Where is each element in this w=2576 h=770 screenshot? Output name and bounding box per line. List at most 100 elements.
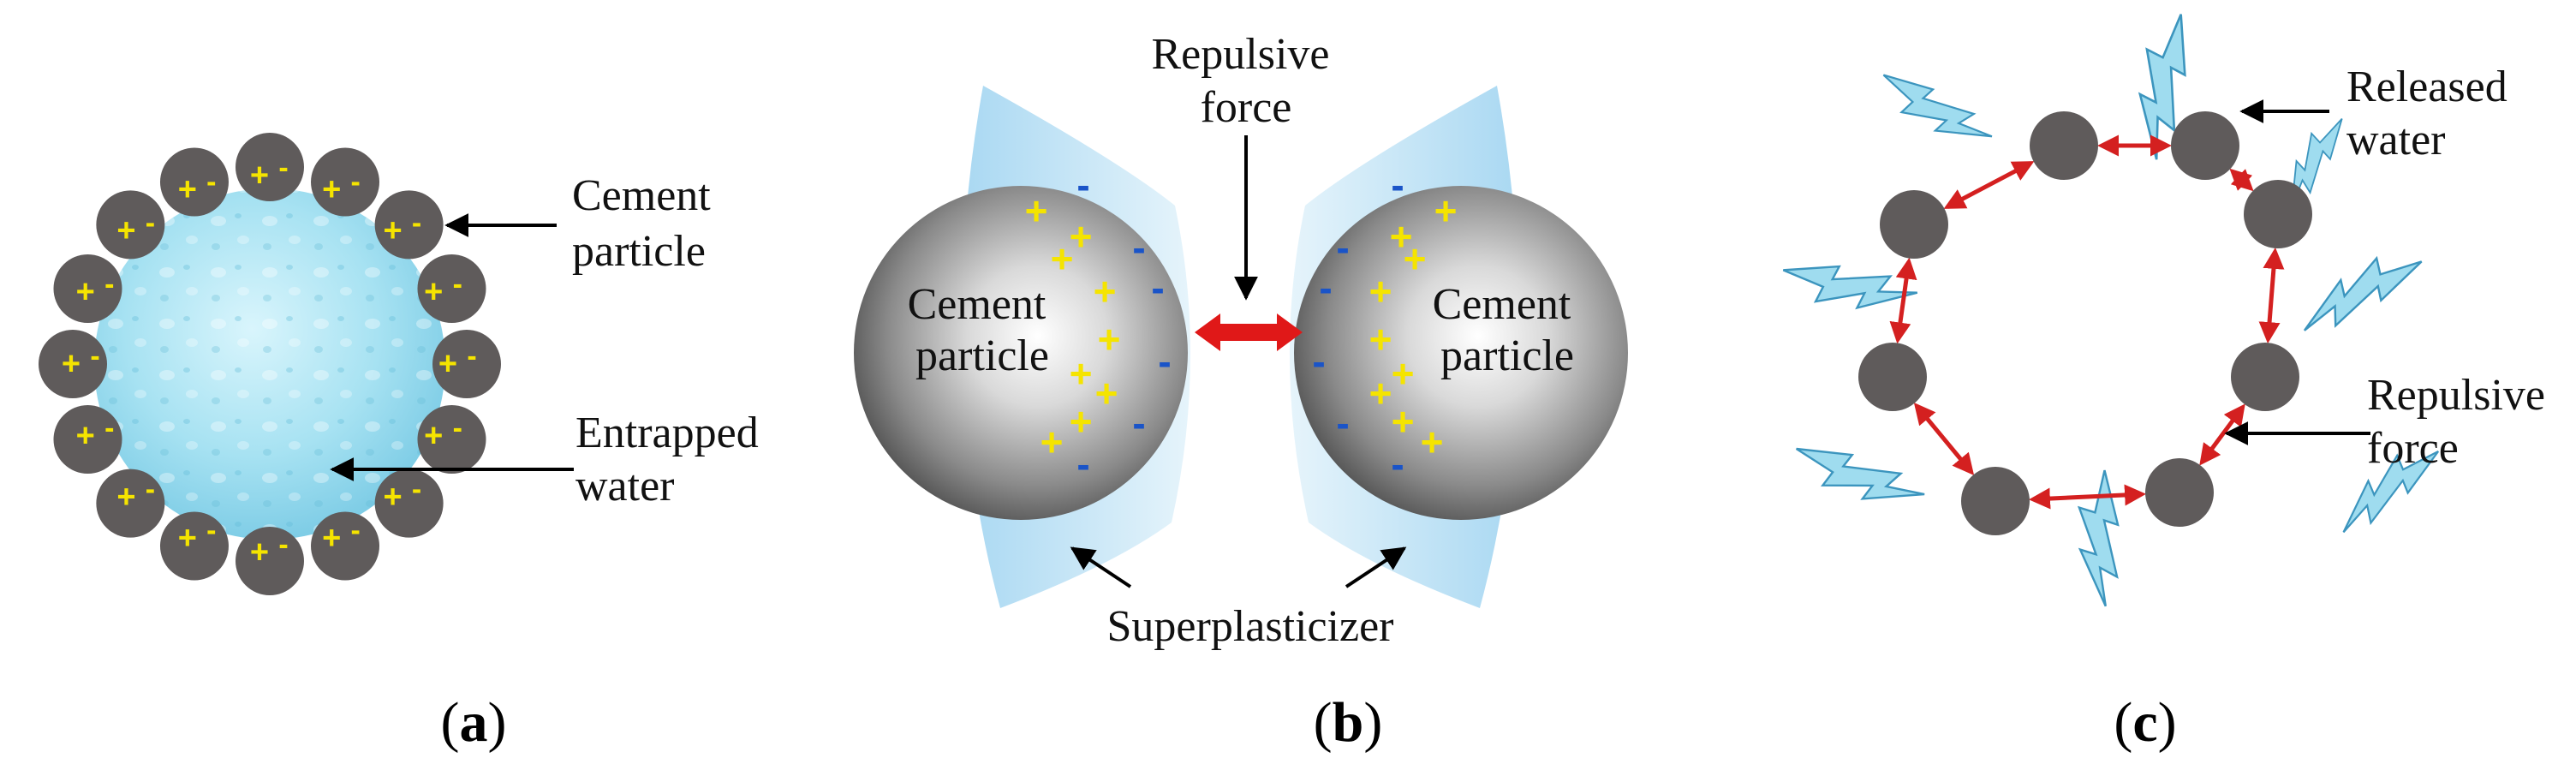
negative-charge: - [1158, 339, 1171, 384]
positive-charge: + [383, 212, 402, 248]
released-water-shard [1795, 447, 1925, 500]
cement-particle [417, 405, 486, 475]
positive-charge: + [62, 346, 80, 382]
cement-particle [53, 405, 122, 475]
released-water-shard [2303, 255, 2423, 331]
negative-charge: - [278, 528, 288, 561]
double-red-arrow-b [1195, 313, 1303, 351]
positive-charge: + [1421, 420, 1444, 464]
label-cement-particle-left: Cement particle [908, 280, 1058, 380]
positive-charge: + [1025, 188, 1048, 233]
negative-charge: - [1319, 266, 1332, 310]
positive-charge: + [1434, 188, 1458, 233]
label-cement-particle-right: Cement particle [1433, 280, 1583, 380]
released-water-shard [2342, 451, 2440, 534]
negative-charge: - [351, 166, 361, 199]
positive-charge: + [178, 172, 197, 208]
positive-charge: + [383, 480, 402, 516]
negative-charge: - [1336, 401, 1349, 445]
cement-particle [311, 147, 380, 217]
label-repulsive-force-b: Repulsive force [1152, 30, 1341, 132]
negative-charge: - [90, 340, 99, 373]
negative-charge: - [412, 206, 421, 239]
negative-charge: - [1312, 339, 1325, 384]
positive-charge: + [322, 520, 341, 556]
negative-charge: - [1391, 442, 1404, 486]
repulsive-arrow [2028, 484, 2147, 510]
positive-charge: + [1094, 269, 1117, 313]
repulsive-arrow [1943, 161, 2035, 209]
cement-particle [159, 511, 229, 581]
cement-particle-left [854, 186, 1188, 520]
released-water-shard [2138, 14, 2186, 160]
sp-pointer-right [1345, 546, 1407, 588]
negative-charge: - [467, 340, 476, 373]
negative-charge: - [412, 474, 421, 506]
positive-charge: + [1369, 269, 1392, 313]
negative-charge: - [1391, 163, 1404, 207]
negative-charge: - [351, 514, 361, 546]
label-released-water: Released water [2346, 63, 2519, 164]
repulsive-arrow [2229, 168, 2254, 192]
cement-particle [236, 527, 304, 595]
panel-b: ++++++++++++++++++------------ Cement pa… [854, 30, 1628, 754]
positive-charge: + [1392, 399, 1415, 444]
cement-particle [96, 190, 165, 260]
positive-charge: + [1070, 214, 1093, 259]
water-texture [94, 188, 445, 540]
positive-charge: + [438, 346, 457, 382]
cement-particle [2030, 111, 2098, 180]
released-water-shards [1782, 14, 2440, 607]
positive-charge: + [76, 418, 95, 454]
cement-particle [2145, 458, 2214, 527]
label-entrapped-water: Entrapped water [575, 409, 770, 510]
dispersed-particles [1858, 111, 2312, 535]
negative-charge: - [206, 166, 216, 199]
negative-charge: - [453, 412, 462, 445]
positive-charge: + [1041, 420, 1064, 464]
positive-charge: + [1369, 371, 1392, 415]
positive-charge: + [1070, 399, 1093, 444]
cement-particle [1961, 467, 2030, 535]
released-water-shard [1882, 74, 1993, 138]
negative-charge: - [1151, 266, 1164, 310]
charge-signs-b: ++++++++++++++++++------------ [1025, 163, 1458, 486]
cement-particle [311, 511, 380, 581]
cement-particle [2244, 180, 2312, 248]
cement-particle [374, 469, 444, 538]
released-water-shard [1782, 265, 1918, 310]
positive-charge: + [76, 274, 95, 310]
caption-a: (a) [441, 691, 507, 754]
repulsive-arrow [2258, 247, 2285, 344]
label-superplasticizer: Superplasticizer [1107, 602, 1394, 651]
cement-particle [96, 469, 165, 538]
cement-particle [1858, 343, 1927, 411]
caption-c: (c) [2114, 691, 2176, 754]
panel-a: +-+-+-+-+-+-+-+-+-+-+-+-+-+-+-+- Cement … [39, 133, 770, 754]
label-repulsive-force-c: Repulsive force [2367, 371, 2556, 473]
repulsive-arrows-c [1889, 134, 2285, 510]
panel-c: Released water Repulsive force (c) [1782, 14, 2556, 754]
cement-particle [236, 133, 304, 201]
caption-b: (b) [1314, 691, 1383, 754]
negative-charge: - [206, 514, 216, 546]
cement-particle [53, 254, 122, 323]
cement-particle [2171, 111, 2239, 180]
negative-charge: - [1132, 401, 1145, 445]
cement-particle [2231, 343, 2299, 411]
positive-charge: + [250, 534, 269, 570]
positive-charge: + [1051, 236, 1074, 281]
negative-charge: - [453, 268, 462, 301]
negative-charge: - [104, 412, 114, 445]
cement-particle [417, 254, 486, 323]
negative-charge: - [104, 268, 114, 301]
positive-charge: + [1098, 317, 1121, 361]
positive-charge: + [1369, 317, 1392, 361]
cement-particle [1880, 190, 1948, 259]
cement-particle [159, 147, 229, 217]
positive-charge: + [424, 418, 443, 454]
positive-charge: + [1070, 351, 1093, 396]
cement-particle [432, 330, 501, 398]
label-cement-particle: Cement particle [572, 171, 722, 276]
positive-charge: + [178, 520, 197, 556]
